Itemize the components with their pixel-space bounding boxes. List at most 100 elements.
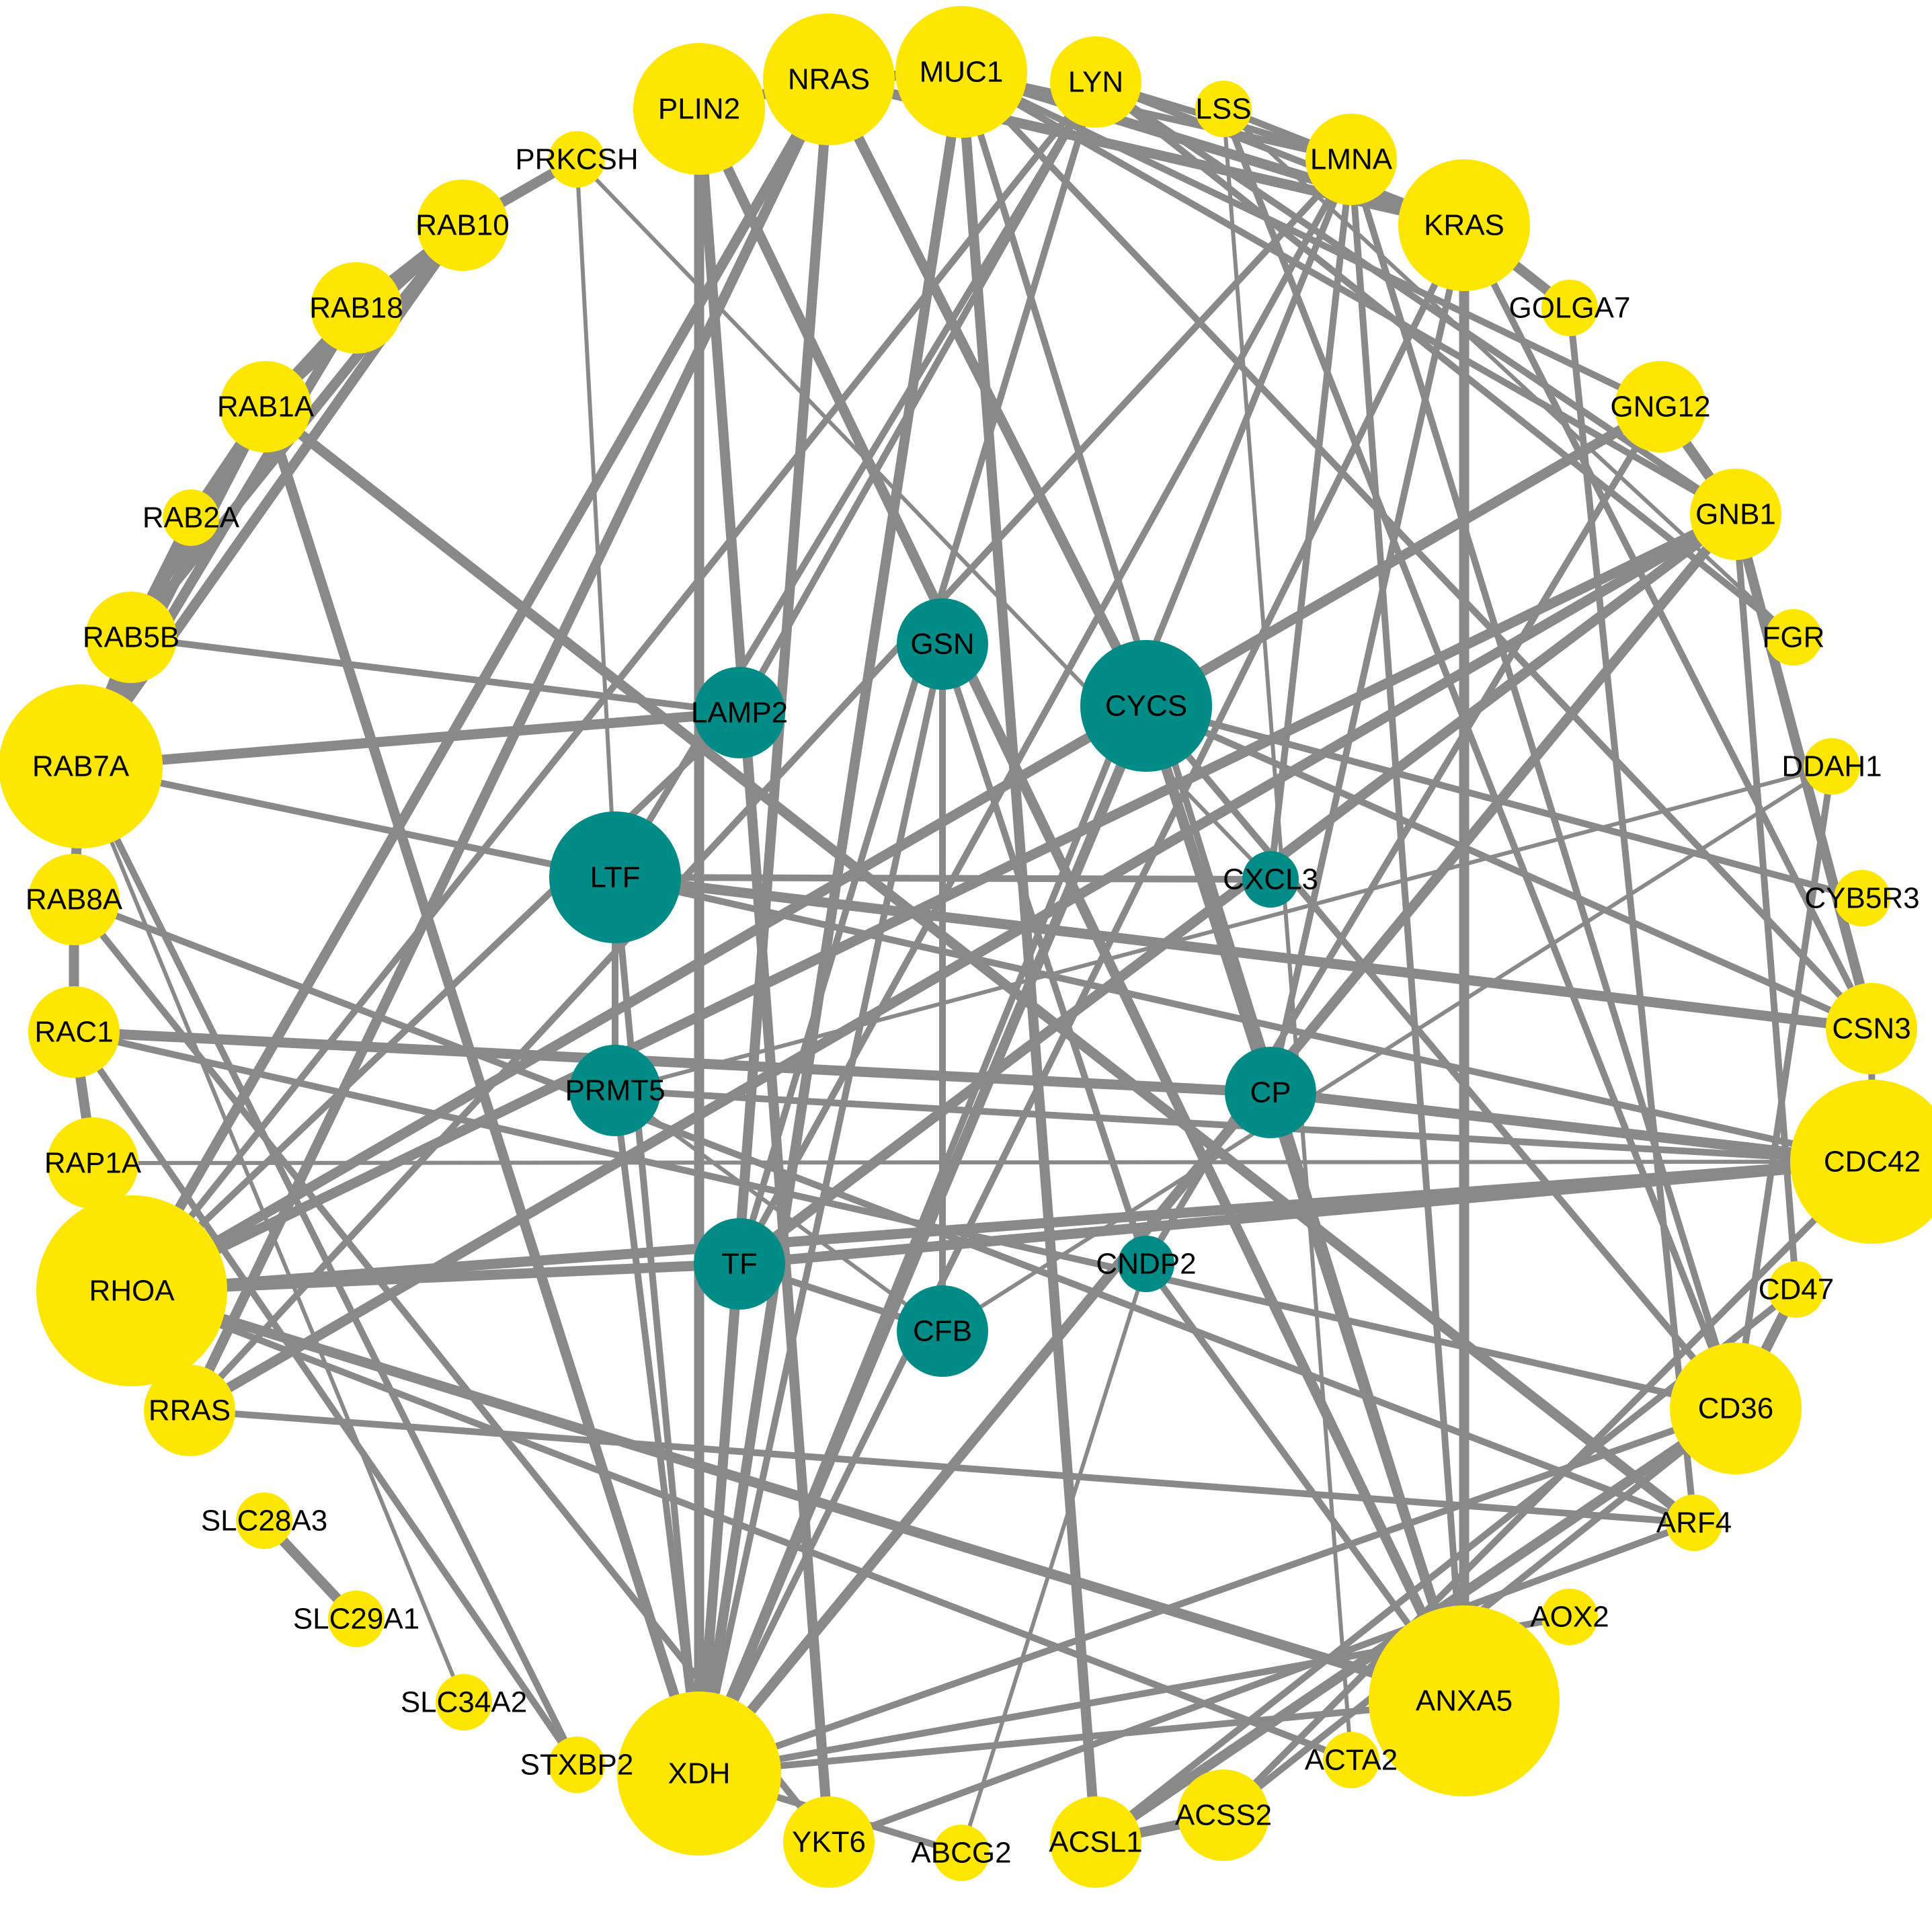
node-rap1a[interactable]: RAP1A: [44, 1117, 142, 1209]
node-rras[interactable]: RRAS: [144, 1365, 235, 1456]
node-circle[interactable]: [144, 1365, 235, 1456]
node-circle[interactable]: [633, 43, 765, 175]
node-circle[interactable]: [1225, 1047, 1316, 1138]
node-arf4[interactable]: ARF4: [1656, 1494, 1732, 1551]
node-kras[interactable]: KRAS: [1398, 159, 1530, 291]
node-cycs[interactable]: CYCS: [1080, 640, 1212, 772]
node-circle[interactable]: [1369, 1605, 1560, 1796]
node-circle[interactable]: [1195, 81, 1252, 137]
node-circle[interactable]: [694, 667, 785, 758]
node-muc1[interactable]: MUC1: [895, 6, 1027, 138]
node-circle[interactable]: [1050, 36, 1141, 128]
node-acsl1[interactable]: ACSL1: [1049, 1796, 1143, 1888]
node-cd47[interactable]: CD47: [1759, 1261, 1835, 1318]
node-cdc42[interactable]: CDC42: [1790, 1080, 1932, 1244]
node-rab1a[interactable]: RAB1A: [217, 361, 315, 452]
node-ykt6[interactable]: YKT6: [783, 1796, 875, 1888]
node-cd36[interactable]: CD36: [1670, 1343, 1802, 1474]
node-circle[interactable]: [549, 131, 605, 188]
node-prmt5[interactable]: PRMT5: [565, 1045, 666, 1136]
node-circle[interactable]: [1050, 1796, 1141, 1888]
node-circle[interactable]: [1398, 159, 1530, 291]
node-aox2[interactable]: AOX2: [1530, 1589, 1609, 1645]
node-circle[interactable]: [436, 1674, 492, 1730]
node-xdh[interactable]: XDH: [617, 1691, 781, 1856]
node-lamp2[interactable]: LAMP2: [691, 667, 788, 758]
node-lss[interactable]: LSS: [1195, 81, 1252, 137]
node-circle[interactable]: [549, 811, 681, 943]
node-circle[interactable]: [1615, 361, 1706, 452]
node-circle[interactable]: [1690, 469, 1781, 560]
node-rac1[interactable]: RAC1: [28, 986, 120, 1078]
node-abcg2[interactable]: ABCG2: [911, 1825, 1012, 1881]
node-circle[interactable]: [28, 854, 120, 945]
node-circle[interactable]: [1765, 609, 1822, 666]
node-circle[interactable]: [36, 1195, 227, 1386]
node-circle[interactable]: [1804, 738, 1860, 795]
node-circle[interactable]: [0, 684, 163, 848]
node-rab2a[interactable]: RAB2A: [143, 489, 240, 546]
node-circle[interactable]: [897, 1285, 988, 1377]
node-csn3[interactable]: CSN3: [1826, 983, 1917, 1074]
node-slc28a3[interactable]: SLC28A3: [201, 1492, 327, 1549]
node-circle[interactable]: [1790, 1080, 1932, 1244]
node-circle[interactable]: [28, 986, 120, 1078]
node-circle[interactable]: [311, 262, 402, 354]
node-plin2[interactable]: PLIN2: [633, 43, 765, 175]
node-circle[interactable]: [1080, 640, 1212, 772]
node-circle[interactable]: [763, 13, 895, 145]
node-circle[interactable]: [1768, 1261, 1824, 1318]
node-circle[interactable]: [328, 1591, 385, 1647]
node-rab18[interactable]: RAB18: [309, 262, 403, 354]
node-rab10[interactable]: RAB10: [415, 180, 510, 271]
node-acta2[interactable]: ACTA2: [1305, 1732, 1398, 1788]
node-golga7[interactable]: GOLGA7: [1509, 280, 1631, 336]
node-anxa5[interactable]: ANXA5: [1369, 1605, 1560, 1796]
node-circle[interactable]: [933, 1825, 990, 1881]
node-rab7a[interactable]: RAB7A: [0, 684, 163, 848]
node-cp[interactable]: CP: [1225, 1047, 1316, 1138]
node-nras[interactable]: NRAS: [763, 13, 895, 145]
node-circle[interactable]: [220, 361, 311, 452]
node-gnb1[interactable]: GNB1: [1690, 469, 1781, 560]
node-stxbp2[interactable]: STXBP2: [520, 1737, 634, 1793]
node-circle[interactable]: [1305, 114, 1397, 205]
node-circle[interactable]: [569, 1045, 661, 1136]
node-rhoa[interactable]: RHOA: [36, 1195, 227, 1386]
node-circle[interactable]: [897, 598, 988, 690]
node-ltf[interactable]: LTF: [549, 811, 681, 943]
node-circle[interactable]: [895, 6, 1027, 138]
node-slc34a2[interactable]: SLC34A2: [401, 1674, 527, 1730]
node-acss2[interactable]: ACSS2: [1175, 1769, 1272, 1861]
node-circle[interactable]: [1670, 1343, 1802, 1474]
node-circle[interactable]: [694, 1218, 785, 1310]
node-cyb5r3[interactable]: CYB5R3: [1804, 870, 1920, 926]
node-circle[interactable]: [1834, 870, 1890, 926]
node-circle[interactable]: [47, 1117, 138, 1209]
node-circle[interactable]: [85, 592, 177, 683]
node-ddah1[interactable]: DDAH1: [1781, 738, 1882, 795]
node-circle[interactable]: [783, 1796, 875, 1888]
node-rab8a[interactable]: RAB8A: [26, 854, 123, 945]
node-circle[interactable]: [1178, 1769, 1269, 1861]
node-circle[interactable]: [617, 1691, 781, 1856]
node-circle[interactable]: [163, 489, 219, 546]
node-tf[interactable]: TF: [694, 1218, 785, 1310]
node-circle[interactable]: [1826, 983, 1917, 1074]
node-circle[interactable]: [1541, 1589, 1598, 1645]
node-circle[interactable]: [1541, 280, 1598, 336]
node-rab5b[interactable]: RAB5B: [83, 592, 179, 683]
node-circle[interactable]: [1666, 1494, 1722, 1551]
node-gsn[interactable]: GSN: [897, 598, 988, 690]
node-circle[interactable]: [417, 180, 508, 271]
node-cndp2[interactable]: CNDP2: [1096, 1236, 1197, 1292]
node-circle[interactable]: [1118, 1236, 1174, 1292]
node-slc29a1[interactable]: SLC29A1: [293, 1591, 419, 1647]
node-fgr[interactable]: FGR: [1763, 609, 1825, 666]
node-circle[interactable]: [1323, 1732, 1379, 1788]
node-gng12[interactable]: GNG12: [1610, 361, 1711, 452]
node-circle[interactable]: [236, 1492, 292, 1549]
node-cxcl3[interactable]: CXCL3: [1223, 851, 1318, 908]
node-prkcsh[interactable]: PRKCSH: [515, 131, 639, 188]
node-circle[interactable]: [1242, 851, 1299, 908]
